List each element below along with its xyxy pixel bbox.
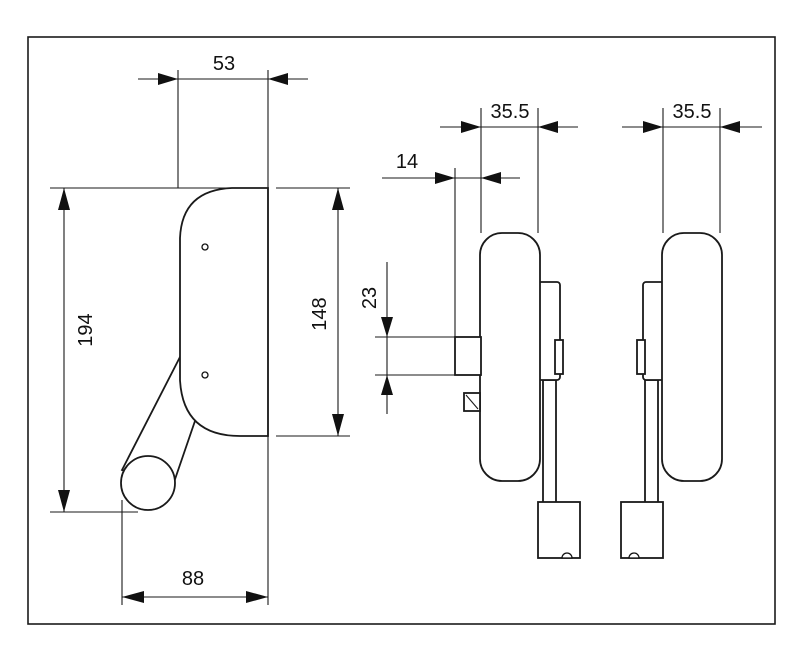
dim-spindle-offset: 14	[396, 151, 418, 173]
side1-handle-grip	[537, 501, 581, 559]
drawing-border	[27, 36, 776, 625]
front-screw-hole-bottom	[201, 371, 209, 379]
side1-lever-arm	[542, 379, 557, 505]
front-view: 53 194 148 88	[50, 53, 350, 605]
dim-total-height: 194	[75, 313, 97, 346]
side2-body	[661, 232, 723, 482]
dim-side-depth-a: 35.5	[491, 101, 530, 123]
side1-body	[479, 232, 541, 482]
side2-handle-grip	[620, 501, 664, 559]
side2-lever-arm	[644, 379, 659, 505]
dim-side-depth-b: 35.5	[673, 101, 712, 123]
side-view-1: 35.5 14 23	[359, 101, 581, 559]
front-body	[179, 187, 269, 437]
dim-body-height: 148	[309, 297, 331, 330]
dim-top-width: 53	[213, 53, 235, 75]
front-handle-knob	[120, 455, 176, 511]
dim-total-width: 88	[182, 568, 204, 590]
side-view-2: 35.5	[620, 101, 762, 559]
dim-spindle-size: 23	[359, 287, 381, 309]
front-screw-hole-top	[201, 243, 209, 251]
side1-spindle	[454, 336, 482, 376]
